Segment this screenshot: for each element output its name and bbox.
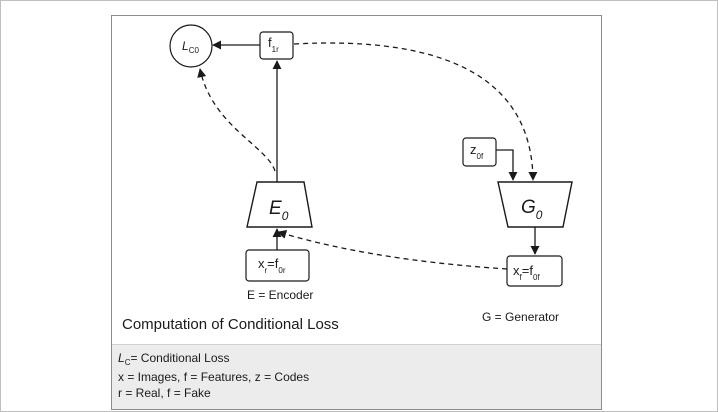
legend-line-types: r = Real, f = Fake xyxy=(118,386,211,400)
generator-sub: 0 xyxy=(536,208,543,222)
fake-image-box xyxy=(506,255,563,287)
feature-f1r-main: f xyxy=(268,35,272,50)
loss-node-sub: C0 xyxy=(189,46,200,55)
fake-image-label: xf=f0f xyxy=(513,263,540,282)
loss-node xyxy=(169,24,213,68)
dashed-arrow-encoder-to-loss xyxy=(197,68,276,172)
legend-loss-sub: C xyxy=(124,358,131,367)
arrow-z0f-to-generator xyxy=(496,149,518,181)
generator-label: G0 xyxy=(521,197,543,222)
legend-line-loss: LC= Conditional Loss xyxy=(118,352,230,369)
legend-loss-text: = Conditional Loss xyxy=(130,351,230,365)
feature-f1r-label: f1r xyxy=(268,35,279,54)
real-image-label: xr=f0r xyxy=(258,256,286,275)
fake-image-sub2: 0f xyxy=(533,273,540,282)
code-z0f-sub: 0f xyxy=(477,152,484,161)
dashed-arrow-xf-to-encoder xyxy=(277,229,508,270)
diagram-title: Computation of Conditional Loss xyxy=(122,316,339,333)
code-z0f-label: z0f xyxy=(470,142,484,161)
fake-image-sub: f xyxy=(520,273,523,282)
fake-image-eq: =f xyxy=(522,263,534,278)
diagram-figure: LC0 f1r E0 xr=f0r E = Encoder z0f G0 xyxy=(111,15,602,410)
encoder-caption: E = Encoder xyxy=(247,288,313,302)
loss-node-main: L xyxy=(182,39,189,53)
generator-main: G xyxy=(521,197,536,218)
real-image-sub: r xyxy=(265,266,268,275)
code-z0f-box xyxy=(462,137,497,167)
feature-f1r-sub: 1r xyxy=(272,45,279,54)
diagram-canvas: LC0 f1r E0 xr=f0r E = Encoder z0f G0 xyxy=(122,24,573,333)
encoder-main: E xyxy=(269,198,282,219)
legend-loss-main: L xyxy=(118,351,125,365)
legend-line-symbols: x = Images, f = Features, z = Codes xyxy=(118,370,310,384)
code-z0f-main: z xyxy=(470,142,477,157)
real-image-main: x xyxy=(258,256,265,271)
encoder-label: E0 xyxy=(269,198,289,223)
encoder-block xyxy=(246,181,313,228)
encoder-sub: 0 xyxy=(282,209,289,223)
real-image-sub2: 0r xyxy=(278,266,285,275)
loss-node-label: LC0 xyxy=(182,39,199,55)
legend-panel: LC= Conditional Loss x = Images, f = Fea… xyxy=(112,344,601,409)
generator-block xyxy=(497,181,573,228)
fake-image-main: x xyxy=(513,263,520,278)
dashed-arrow-f1r-to-generator xyxy=(293,42,538,181)
generator-caption: G = Generator xyxy=(482,310,559,324)
real-image-eq: =f xyxy=(267,256,279,271)
